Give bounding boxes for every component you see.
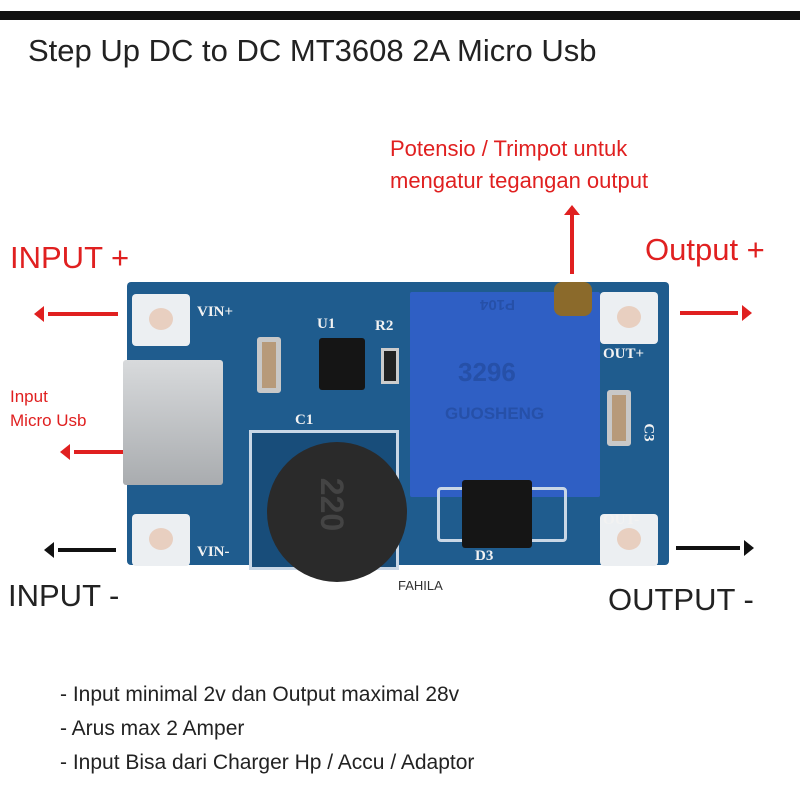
u1-silk: U1 <box>317 316 336 332</box>
input-plus-label: INPUT + <box>10 240 130 275</box>
input-minus-arrow-icon <box>44 542 116 558</box>
vin-minus-silk: VIN- <box>197 544 230 560</box>
vin-plus-silk: VIN+ <box>197 304 234 320</box>
output-minus-label: OUTPUT - <box>608 582 754 617</box>
pot-brand: GUOSHENG <box>445 404 545 423</box>
input-minus-label: INPUT - <box>8 578 120 613</box>
r2-silk: R2 <box>375 318 394 334</box>
mt3608-chip <box>319 338 365 390</box>
note-item: - Input Bisa dari Charger Hp / Accu / Ad… <box>60 751 475 774</box>
micro-usb-line1: Input <box>10 387 48 406</box>
capacitor-c1 <box>257 337 281 393</box>
output-plus-arrow-icon <box>680 305 752 321</box>
note-item: - Arus max 2 Amper <box>60 717 245 740</box>
c1-silk: C1 <box>295 412 314 428</box>
potensio-annotation: Potensio / Trimpot untuk mengatur tegang… <box>390 133 648 197</box>
capacitor-c3 <box>607 390 631 446</box>
vin-plus-pad <box>132 294 190 346</box>
page-title: Step Up DC to DC MT3608 2A Micro Usb <box>28 33 597 68</box>
watermark: FAHILA <box>398 578 443 593</box>
pot-code: P104 <box>480 296 516 313</box>
up-arrowhead-icon <box>564 205 580 215</box>
output-minus-arrow-icon <box>676 540 754 556</box>
d3-silk: D3 <box>475 548 494 564</box>
potensio-line2: mengatur tegangan output <box>390 168 649 193</box>
output-plus-label: Output + <box>645 232 765 267</box>
pot-model: 3296 <box>458 357 516 387</box>
diode-d3 <box>462 480 532 548</box>
out-minus-pad <box>600 514 658 566</box>
out-minus-silk: OUT- <box>603 512 640 528</box>
micro-usb-arrow-icon <box>60 444 130 460</box>
potensio-line1: Potensio / Trimpot untuk <box>390 136 628 161</box>
micro-usb-line2: Micro Usb <box>10 411 87 430</box>
c3-silk: C3 <box>640 423 657 442</box>
top-bar <box>0 11 800 20</box>
trimpot: P104 3296 GUOSHENG <box>410 292 600 497</box>
micro-usb-connector <box>123 360 223 485</box>
spec-notes: - Input minimal 2v dan Output maximal 28… <box>60 678 474 780</box>
inductor: 220 <box>267 442 407 582</box>
vin-minus-pad <box>132 514 190 566</box>
mt3608-board-photo: VIN+ VIN- OUT+ OUT- U1 R2 C1 C3 D3 P104 … <box>123 282 669 582</box>
resistor-r2 <box>381 348 399 384</box>
note-item: - Input minimal 2v dan Output maximal 28… <box>60 683 460 706</box>
inductor-mark: 220 <box>314 477 351 532</box>
trimpot-knob <box>554 282 592 316</box>
micro-usb-annotation: Input Micro Usb <box>10 385 87 433</box>
out-plus-pad <box>600 292 658 344</box>
input-plus-arrow-icon <box>34 306 118 322</box>
up-arrow-icon <box>570 212 574 274</box>
out-plus-silk: OUT+ <box>603 346 645 362</box>
